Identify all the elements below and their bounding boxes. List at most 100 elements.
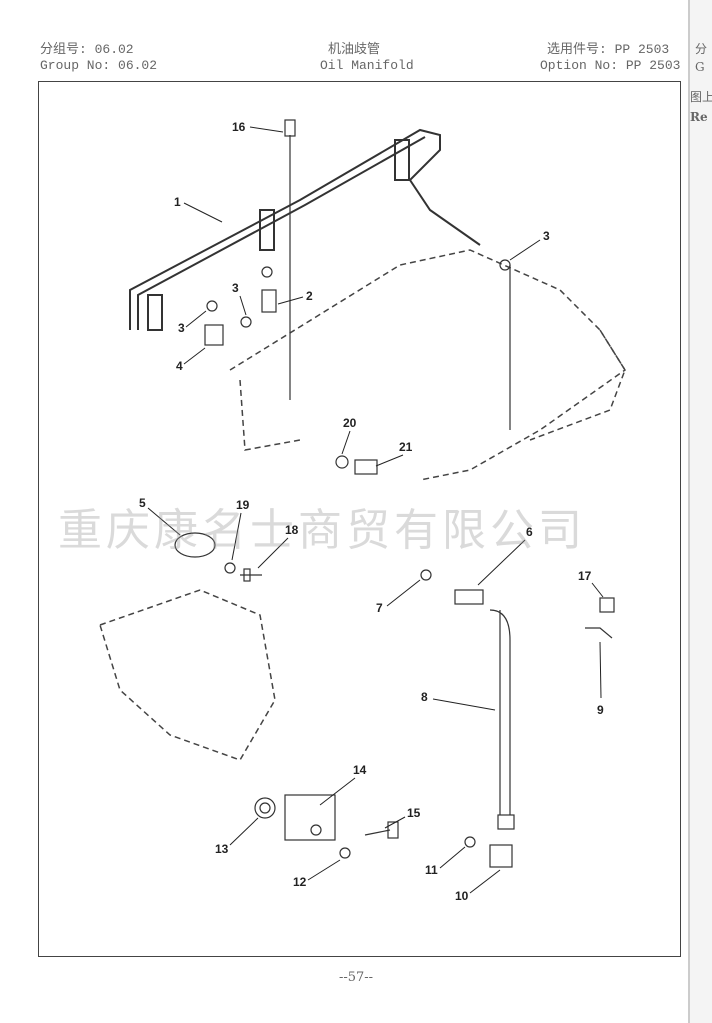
callout-label: 9	[597, 703, 604, 717]
diagram-line	[464, 836, 476, 848]
diagram-line	[310, 824, 322, 836]
callout-16: 16	[232, 120, 284, 134]
callout-2: 2	[277, 289, 313, 305]
callout-label: 3	[178, 321, 185, 335]
diagram-line	[231, 512, 242, 561]
callout-12: 12	[293, 859, 341, 889]
adjacent-text: 分	[695, 42, 708, 56]
callout-label: 2	[306, 289, 313, 303]
diagram-line	[204, 324, 224, 346]
callout-label: 10	[455, 889, 469, 903]
diagram-line	[239, 295, 247, 316]
callout-label: 20	[343, 416, 357, 430]
callout-label: 5	[139, 496, 146, 510]
callout-label: 3	[232, 281, 239, 295]
callout-14: 14	[319, 763, 367, 806]
diagram-line	[229, 817, 259, 846]
diagram-line	[129, 128, 481, 330]
diagram-line	[341, 430, 351, 455]
diagram-line	[420, 569, 432, 581]
diagram-line	[585, 627, 613, 639]
callout-label: 13	[215, 842, 229, 856]
manifold-tube	[129, 128, 481, 331]
adjacent-text: Re	[690, 110, 708, 124]
callouts: 16 1 3 3 2 3 4 20 21 5 19 18 6 7 17 9 8 …	[139, 120, 604, 903]
adjacent-text: 图上	[690, 90, 712, 104]
diagram-line	[529, 329, 626, 441]
diagram-line	[339, 847, 351, 859]
diagram-line	[174, 532, 216, 558]
group-number-cn: 分组号: 06.02	[40, 42, 134, 57]
diagram-line	[206, 300, 218, 312]
diagram-line	[599, 641, 602, 699]
callout-label: 3	[543, 229, 550, 243]
callout-label: 6	[526, 525, 533, 539]
diagram-line	[249, 126, 284, 133]
callout-label: 17	[578, 569, 592, 583]
diagram-line	[183, 202, 223, 223]
diagram-line	[384, 816, 406, 829]
callout-4: 4	[176, 347, 206, 373]
callout-19: 19	[231, 498, 250, 561]
callout-9: 9	[597, 641, 604, 717]
diagram-line	[319, 777, 356, 806]
diagram-line	[489, 609, 511, 815]
diagram-line	[254, 797, 276, 819]
diagram-line	[394, 139, 410, 181]
callout-10: 10	[455, 869, 501, 903]
diagram-line	[257, 537, 289, 569]
watermark: 重庆康名士商贸有限公司	[58, 505, 586, 556]
diagram-line	[499, 259, 511, 271]
diagram-line	[284, 794, 336, 841]
diagram-line	[387, 821, 399, 839]
diagram-line	[307, 859, 341, 881]
diagram-line	[147, 294, 163, 331]
engine-block-outline	[99, 249, 627, 761]
diagram-line	[489, 844, 513, 868]
callout-label: 18	[285, 523, 299, 537]
callout-label: 11	[425, 863, 438, 877]
diagram-line	[243, 568, 251, 582]
callout-15: 15	[384, 806, 421, 829]
callout-11: 11	[425, 846, 466, 877]
diagram-line	[185, 310, 207, 328]
diagram-line	[284, 119, 296, 137]
callout-label: 1	[174, 195, 181, 209]
option-number-cn: 选用件号: PP 2503	[547, 42, 670, 57]
diagram-line	[261, 266, 273, 278]
diagram-line	[386, 579, 421, 607]
callout-1: 1	[174, 195, 223, 223]
diagram-line	[259, 802, 271, 814]
diagram-line	[354, 459, 378, 475]
callout-label: 14	[353, 763, 367, 777]
diagram-line	[432, 698, 496, 711]
callout-label: 16	[232, 120, 246, 134]
diagram-line	[375, 454, 404, 467]
adjacent-page-edge: 分 G 图上 Re	[688, 0, 712, 1023]
diagram-line	[137, 136, 426, 330]
page-number: --57--	[338, 970, 374, 985]
title-en: Oil Manifold	[320, 58, 414, 73]
callout-3: 3	[178, 310, 207, 335]
callout-label: 7	[376, 601, 383, 615]
parts	[174, 119, 615, 868]
callout-label: 4	[176, 359, 183, 373]
diagram-line	[229, 249, 627, 481]
diagram-line	[364, 829, 391, 836]
diagram-line	[224, 562, 236, 574]
diagram-line	[509, 239, 541, 261]
callout-3: 3	[232, 281, 247, 316]
callout-label: 12	[293, 875, 307, 889]
callout-21: 21	[375, 440, 413, 467]
callout-label: 19	[236, 498, 250, 512]
callout-18: 18	[257, 523, 299, 569]
callout-20: 20	[341, 416, 357, 455]
diagram-line	[439, 846, 466, 869]
diagram-line	[99, 589, 276, 761]
callout-13: 13	[215, 817, 259, 856]
callout-3: 3	[509, 229, 550, 261]
title-cn: 机油歧管	[328, 42, 381, 57]
callout-5: 5	[139, 496, 181, 536]
group-number-en: Group No: 06.02	[40, 58, 158, 73]
